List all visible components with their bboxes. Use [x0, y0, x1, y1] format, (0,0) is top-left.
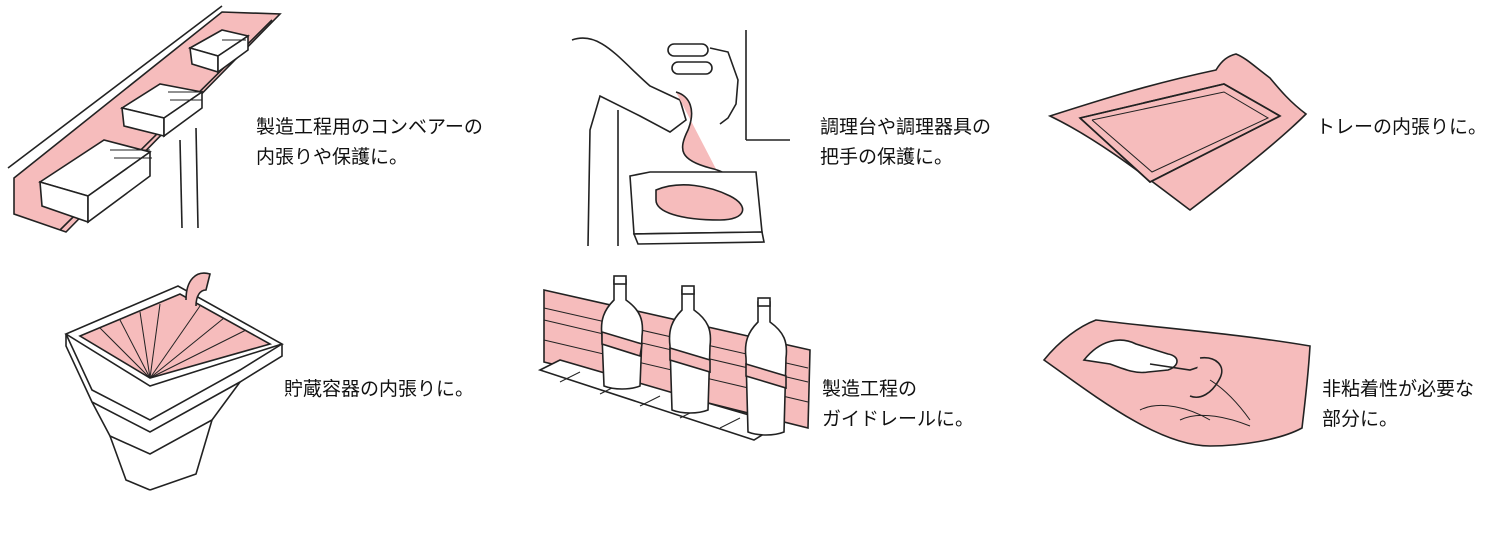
caption-line: 把手の保護に。: [820, 146, 954, 168]
panel-tray: トレーの内張りに。: [1040, 0, 1508, 250]
caption-kitchen: 調理台や調理器具の 把手の保護に。: [820, 112, 991, 172]
panel-kitchen: 調理台や調理器具の 把手の保護に。: [560, 0, 1040, 250]
tray-illustration: [1047, 53, 1308, 212]
caption-line: トレーの内張りに。: [1316, 116, 1488, 138]
caption-tray: トレーの内張りに。: [1316, 112, 1487, 142]
caption-line: 非粘着性が必要な: [1322, 378, 1475, 400]
caption-line: 調理台や調理器具の: [820, 116, 992, 138]
hopper-illustration: [64, 272, 285, 491]
caption-line: 部分に。: [1322, 408, 1399, 430]
nonstick-sheet: [1042, 319, 1311, 447]
caption-line: 内張りや保護に。: [256, 146, 409, 168]
caption-line: 製造工程の: [822, 378, 918, 400]
nonstick-illustration: [1042, 319, 1311, 447]
caption-conveyor: 製造工程用のコンベアーの 内張りや保護に。: [256, 112, 483, 172]
caption-line: 製造工程用のコンベアーの: [256, 116, 483, 138]
panel-nonstick: 非粘着性が必要な 部分に。: [1040, 260, 1508, 490]
caption-line: ガイドレールに。: [822, 408, 975, 430]
panel-guide: 製造工程の ガイドレールに。: [537, 260, 1040, 490]
panel-conveyor: 製造工程用のコンベアーの 内張りや保護に。: [0, 0, 540, 240]
conveyor-illustration: [7, 5, 282, 233]
hopper-liner: [78, 293, 273, 379]
kitchen-illustration: [571, 30, 790, 247]
caption-nonstick: 非粘着性が必要な 部分に。: [1322, 374, 1474, 434]
caption-hopper: 貯蔵容器の内張りに。: [284, 374, 474, 404]
guide-rail-illustration: [537, 275, 811, 441]
panel-hopper: 貯蔵容器の内張りに。: [0, 260, 540, 491]
caption-line: 貯蔵容器の内張りに。: [284, 378, 475, 400]
caption-guide: 製造工程の ガイドレールに。: [822, 374, 974, 434]
